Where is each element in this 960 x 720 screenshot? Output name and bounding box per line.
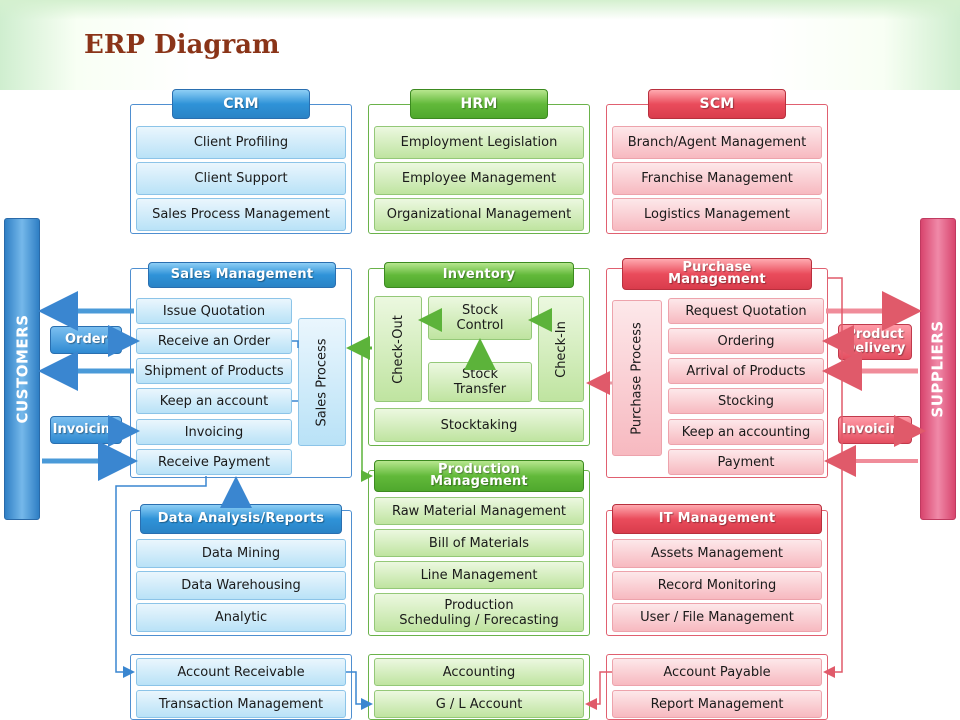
crm-client-support[interactable]: Client Support xyxy=(136,162,346,195)
inventory-check-out[interactable]: Check-Out xyxy=(374,296,422,402)
suppliers-label: SUPPLIERS xyxy=(929,320,947,418)
inventory-stock-control[interactable]: Stock Control xyxy=(428,296,532,340)
hrm-employee-management[interactable]: Employee Management xyxy=(374,162,584,195)
invoicing-tag-right: Invoicing xyxy=(838,416,912,444)
account-payable[interactable]: Account Payable xyxy=(612,658,822,686)
purchase-ordering[interactable]: Ordering xyxy=(668,328,824,354)
sales-process-box[interactable]: Sales Process xyxy=(298,318,346,446)
purchase-request-quotation[interactable]: Request Quotation xyxy=(668,298,824,324)
page-title: ERP Diagram xyxy=(84,30,280,60)
inventory-stocktaking[interactable]: Stocktaking xyxy=(374,408,584,442)
scm-header: SCM xyxy=(648,89,786,119)
line-management[interactable]: Line Management xyxy=(374,561,584,589)
sales-issue-quotation[interactable]: Issue Quotation xyxy=(136,298,292,324)
purchase-process-label: Purchase Process xyxy=(629,321,645,435)
purchase-stocking[interactable]: Stocking xyxy=(668,388,824,414)
crm-client-profiling[interactable]: Client Profiling xyxy=(136,126,346,159)
check-in-label: Check-In xyxy=(553,320,569,378)
data-warehousing[interactable]: Data Warehousing xyxy=(136,571,346,600)
gl-account[interactable]: G / L Account xyxy=(374,690,584,718)
purchase-keep-an-accounting[interactable]: Keep an accounting xyxy=(668,419,824,445)
record-monitoring[interactable]: Record Monitoring xyxy=(612,571,822,600)
customers-label: CUSTOMERS xyxy=(13,314,32,424)
assets-management[interactable]: Assets Management xyxy=(612,539,822,568)
inventory-check-in[interactable]: Check-In xyxy=(538,296,584,402)
hrm-organizational-management[interactable]: Organizational Management xyxy=(374,198,584,231)
product-delivery-tag: Product Delivery xyxy=(838,324,912,360)
purchase-payment[interactable]: Payment xyxy=(668,449,824,475)
crm-sales-process-management[interactable]: Sales Process Management xyxy=(136,198,346,231)
it-header: IT Management xyxy=(612,504,822,534)
sales-keep-an-account[interactable]: Keep an account xyxy=(136,388,292,414)
sales-invoicing[interactable]: Invoicing xyxy=(136,419,292,445)
purchase-arrival-of-products[interactable]: Arrival of Products xyxy=(668,358,824,384)
inventory-header: Inventory xyxy=(384,262,574,288)
scm-branch-agent-management[interactable]: Branch/Agent Management xyxy=(612,126,822,159)
raw-material-management[interactable]: Raw Material Management xyxy=(374,497,584,525)
title-band xyxy=(0,0,960,90)
user-file-management[interactable]: User / File Management xyxy=(612,603,822,632)
customers-bar: CUSTOMERS xyxy=(4,218,40,520)
analytic[interactable]: Analytic xyxy=(136,603,346,632)
crm-header: CRM xyxy=(172,89,310,119)
production-scheduling-forecasting[interactable]: Production Scheduling / Forecasting xyxy=(374,593,584,632)
sales-receive-order[interactable]: Receive an Order xyxy=(136,328,292,354)
sales-shipment-of-products[interactable]: Shipment of Products xyxy=(136,358,292,384)
scm-franchise-management[interactable]: Franchise Management xyxy=(612,162,822,195)
account-receivable[interactable]: Account Receivable xyxy=(136,658,346,686)
transaction-management[interactable]: Transaction Management xyxy=(136,690,346,718)
data-mining[interactable]: Data Mining xyxy=(136,539,346,568)
report-management[interactable]: Report Management xyxy=(612,690,822,718)
purchase-process-box[interactable]: Purchase Process xyxy=(612,300,662,456)
scm-logistics-management[interactable]: Logistics Management xyxy=(612,198,822,231)
purchase-header: Purchase Management xyxy=(622,258,812,290)
bill-of-materials[interactable]: Bill of Materials xyxy=(374,529,584,557)
inventory-stock-transfer[interactable]: Stock Transfer xyxy=(428,362,532,402)
accounting[interactable]: Accounting xyxy=(374,658,584,686)
hrm-employment-legislation[interactable]: Employment Legislation xyxy=(374,126,584,159)
sales-process-label: Sales Process xyxy=(314,337,330,427)
sales-receive-payment[interactable]: Receive Payment xyxy=(136,449,292,475)
data-analysis-header: Data Analysis/Reports xyxy=(140,504,342,534)
sales-header: Sales Management xyxy=(148,262,336,288)
check-out-label: Check-Out xyxy=(390,314,406,384)
hrm-header: HRM xyxy=(410,89,548,119)
suppliers-bar: SUPPLIERS xyxy=(920,218,956,520)
production-header: Production Management xyxy=(374,460,584,492)
invoicing-tag-left: Invoicing xyxy=(50,416,122,444)
order-tag: Order xyxy=(50,326,122,354)
